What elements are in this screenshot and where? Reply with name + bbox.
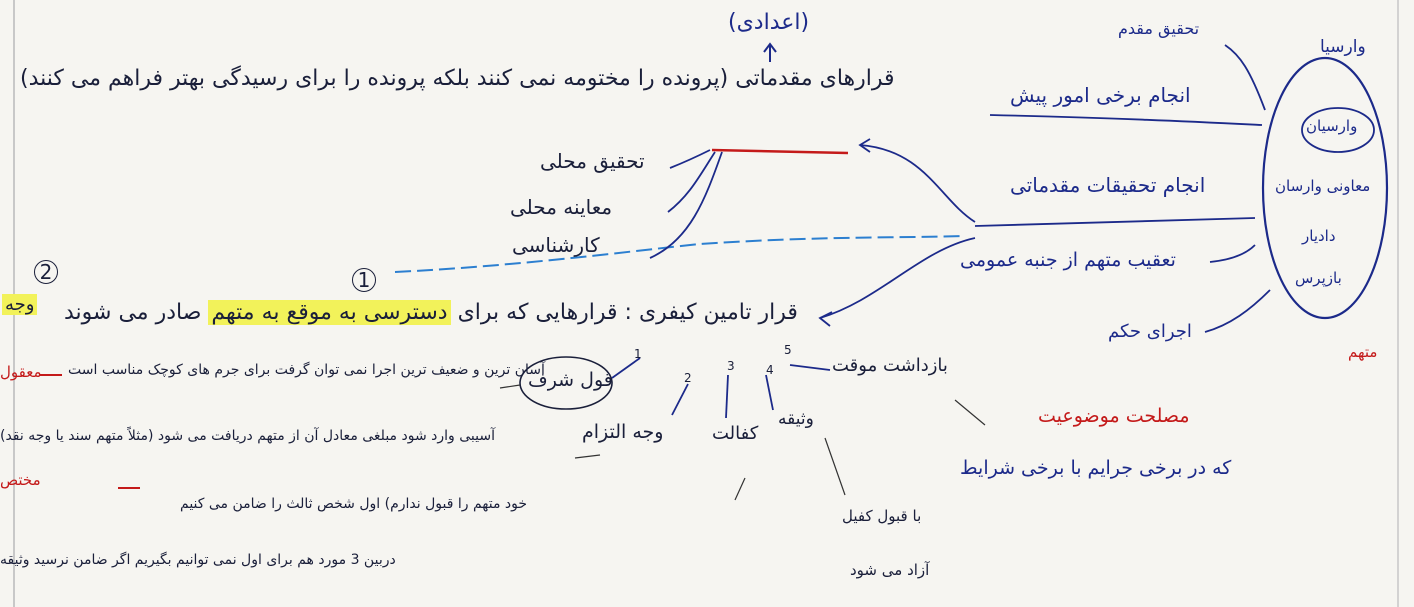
red-title: مصلحت موضوعیت: [1038, 405, 1190, 427]
left-item-1: تحقیق محلی: [540, 149, 645, 173]
oval-item-2: معاونی وارسان: [1275, 177, 1371, 195]
branch-label-3: انجام تحقیقات مقدماتی: [1010, 173, 1206, 197]
arrow-s3: [725, 374, 729, 419]
arrow-s4: [765, 374, 774, 411]
top-label: (اعدادی): [728, 10, 810, 35]
line2-suffix: صادر می شوند: [64, 300, 202, 325]
sub-item-2: وجه التزام: [582, 421, 664, 443]
pencil-arrow-5: [734, 477, 746, 501]
pencil-arrow-2: [499, 384, 521, 389]
number-2: 2: [34, 260, 58, 284]
oval-outline: [1261, 56, 1389, 320]
light-blue-line: [394, 235, 966, 273]
line2-left-edge: وجه: [2, 294, 38, 316]
sub-num-2: 2: [684, 371, 692, 385]
sub-item-3: کفالت: [712, 423, 759, 444]
sub-item-5: بازداشت موقت: [832, 355, 948, 376]
note-line3: آسان ترین و ضعیف ترین اجرا نمی توان گرفت…: [68, 362, 545, 378]
red-side: متهم: [1348, 343, 1378, 361]
oval-item-4: بازپرس: [1295, 269, 1342, 287]
branch-3-line: [974, 217, 1256, 227]
sub-num-3: 3: [727, 359, 735, 373]
oval-item-3: دادیار: [1302, 227, 1336, 245]
left-item-2: معاینه محلی: [510, 195, 613, 219]
sub-num-5: 5: [784, 343, 792, 357]
line2-highlight: دسترسی به موقع به متهم: [208, 300, 451, 325]
oval-item-1: وارسیان: [1306, 117, 1358, 135]
circle-s1: [519, 356, 613, 410]
branch-1-line: [1224, 44, 1266, 111]
pencil-arrow-1: [954, 399, 986, 426]
branch-label-4: تعقیب متهم از جنبه عمومی: [960, 249, 1176, 271]
arrow-s1: [611, 357, 641, 379]
arrow-s5: [789, 364, 831, 371]
sub-item-4: وثیقه: [778, 409, 814, 429]
branch-label-1: تحقیق مقدم: [1118, 19, 1200, 38]
curve-to-line1: [859, 144, 976, 223]
oval-title: وارسیا: [1320, 37, 1366, 57]
line2-prefix: قرار تامین کیفری : قرارهایی که برای: [457, 300, 798, 325]
note-line4: آسیبی وارد شود مبلغی معادل آن از متهم در…: [0, 428, 495, 444]
branch-4-line: [1209, 244, 1256, 263]
pencil-arrow-4: [824, 437, 846, 496]
curve-to-line2: [819, 237, 976, 319]
sub-num-1: 1: [634, 347, 642, 361]
line1-text: قرارهای مقدماتی (پرونده را مختومه نمی کن…: [20, 66, 895, 91]
arrow-to-item1: [669, 149, 711, 169]
line2: قرار تامین کیفری : قرارهایی که برای دستر…: [64, 300, 798, 325]
curve-to-line2-head: [818, 311, 833, 327]
left-item-3: کارشناسی: [512, 233, 600, 257]
note-line6: دربین 3 مورد هم برای اول نمی توانیم بگیر…: [0, 552, 396, 568]
oval-inner-circle: [1301, 107, 1375, 153]
branch-label-2: انجام برخی امور پیش: [1010, 83, 1191, 107]
up-arrow-head: [763, 42, 777, 53]
note-line5: خود متهم را قبول ندارم) اول شخص ثالث را …: [180, 496, 528, 512]
sub-item-1: قول شرف: [528, 369, 613, 391]
arrow-to-item3: [649, 151, 723, 259]
arrow-to-item2: [667, 151, 716, 213]
note-azad: آزاد می شود: [850, 561, 930, 579]
note-line3-left: معقول: [0, 363, 42, 381]
curve-to-line1-head: [858, 138, 871, 153]
number-1: 1: [352, 268, 376, 292]
note-line5-left: مختص: [0, 471, 41, 489]
pencil-arrow-3: [574, 454, 601, 459]
condition-note: که در برخی جرایم با برخی شرایط: [960, 457, 1232, 479]
sub-num-4: 4: [766, 363, 774, 377]
branch-label-5: اجرای حکم: [1108, 321, 1192, 342]
note-kafil: با قبول کفیل: [842, 507, 922, 525]
branch-5-line: [1204, 289, 1271, 333]
arrow-s2: [671, 383, 689, 416]
branch-2-line: [989, 114, 1263, 126]
red-underline: [711, 148, 849, 155]
